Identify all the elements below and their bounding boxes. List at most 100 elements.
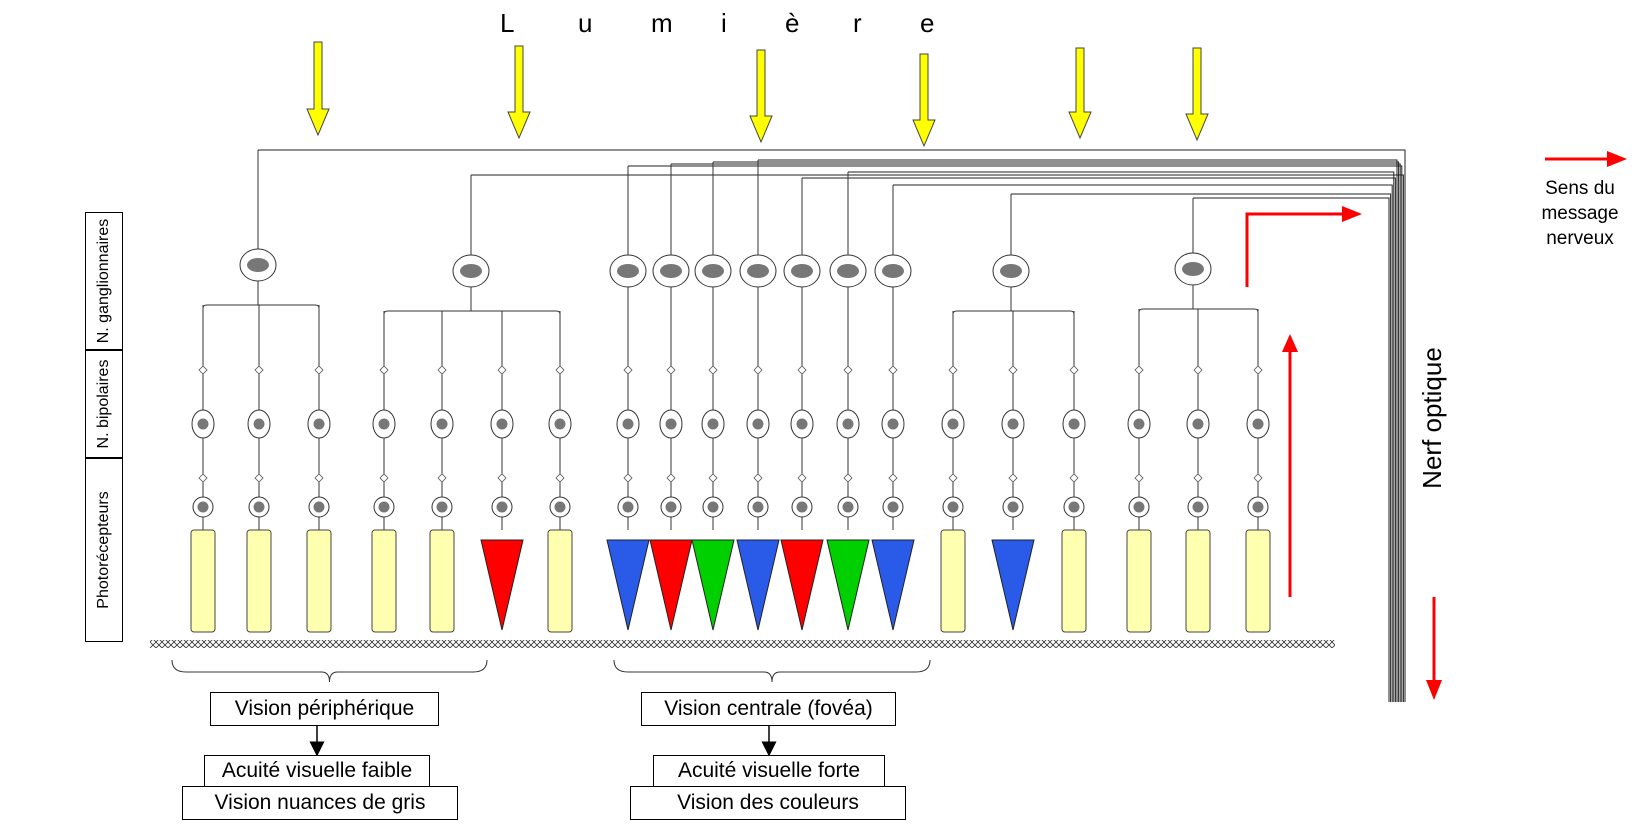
- dendrite-bus: [383, 310, 561, 332]
- nerve-fiber: [893, 184, 1393, 702]
- signal-corner-head: [1342, 206, 1362, 222]
- blue-cone-cell: [736, 539, 780, 631]
- title-letter: i: [721, 8, 727, 38]
- title-letter: L: [500, 8, 515, 38]
- light-arrow: [306, 41, 330, 137]
- signal-corner-line: [1245, 212, 1345, 287]
- synapse: [666, 473, 676, 483]
- ganglion-nucleus: [247, 258, 269, 272]
- photoreceptor-nucleus: [622, 501, 634, 513]
- synapse: [254, 365, 264, 375]
- bipolar-nucleus: [1133, 418, 1145, 430]
- photoreceptor-layer-text: Photorécepteurs: [95, 491, 112, 609]
- nerve-fiber: [802, 177, 1396, 702]
- bipolar-nucleus: [554, 418, 566, 430]
- nerve-fiber: [258, 149, 1406, 702]
- central-color-box: Vision des couleurs: [630, 786, 906, 820]
- synapse: [753, 365, 763, 375]
- synapse: [198, 473, 208, 483]
- bipolar-nucleus: [1192, 418, 1204, 430]
- photoreceptor-nucleus: [1252, 501, 1264, 513]
- photoreceptor-layer-label: Photorécepteurs: [85, 458, 123, 642]
- legend-arrow-head: [1607, 151, 1627, 167]
- red-cone-cell: [480, 539, 524, 631]
- peripheral-vision-box: Vision périphérique: [210, 692, 439, 726]
- synapse: [379, 473, 389, 483]
- blue-cone-cell: [606, 539, 650, 631]
- photoreceptor-nucleus: [707, 501, 719, 513]
- peripheral-grayscale-box: Vision nuances de gris: [182, 786, 458, 820]
- bipolar-nucleus: [436, 418, 448, 430]
- rod-cell: [371, 529, 397, 633]
- rod-cell: [1245, 529, 1271, 633]
- synapse: [1008, 365, 1018, 375]
- central-vision-box: Vision centrale (fovéa): [641, 692, 896, 726]
- ganglion-nucleus: [1182, 262, 1204, 276]
- legend-text: Sens du message nerveux: [1520, 176, 1640, 251]
- light-arrow: [1068, 47, 1092, 140]
- photoreceptor-nucleus: [496, 501, 508, 513]
- synapse: [1008, 473, 1018, 483]
- synapse: [623, 365, 633, 375]
- bipolar-nucleus: [887, 418, 899, 430]
- ganglion-nucleus: [1000, 264, 1022, 278]
- ganglion-nucleus: [660, 264, 682, 278]
- photoreceptor-nucleus: [947, 501, 959, 513]
- synapse: [497, 473, 507, 483]
- rod-cell: [547, 529, 573, 633]
- bipolar-nucleus: [796, 418, 808, 430]
- bipolar-nucleus: [1068, 418, 1080, 430]
- synapse: [198, 365, 208, 375]
- optic-nerve-label: Nerf optique: [1417, 347, 1447, 489]
- synapse: [254, 473, 264, 483]
- title-letter: r: [853, 8, 862, 38]
- photoreceptor-nucleus: [436, 501, 448, 513]
- synapse: [1069, 365, 1079, 375]
- signal-down-head: [1426, 680, 1442, 700]
- ganglion-nucleus: [837, 264, 859, 278]
- central-acuity-box: Acuité visuelle forte: [653, 755, 885, 787]
- synapse: [708, 473, 718, 483]
- dendrite-bus: [202, 304, 320, 326]
- title-letter: u: [578, 8, 593, 38]
- photoreceptor-nucleus: [554, 501, 566, 513]
- photoreceptor-nucleus: [1007, 501, 1019, 513]
- green-cone-cell: [826, 539, 870, 631]
- rod-cell: [940, 529, 966, 633]
- light-arrow: [1185, 47, 1209, 142]
- photoreceptor-nucleus: [665, 501, 677, 513]
- optic-nerve-fibers: [258, 149, 1406, 702]
- photoreceptor-nucleus: [1133, 501, 1145, 513]
- nerve-fiber: [1193, 197, 1390, 702]
- nerve-fiber: [671, 163, 1401, 702]
- rod-cell: [246, 529, 272, 633]
- ganglion-layer-label: N. ganglionnaires: [85, 212, 123, 350]
- nerve-fiber: [713, 161, 1400, 702]
- synapse: [1134, 365, 1144, 375]
- peripheral-acuity-box: Acuité visuelle faible: [204, 755, 430, 787]
- legend-line-1: Sens du: [1545, 178, 1615, 199]
- bipolar-nucleus: [622, 418, 634, 430]
- signal-up-head: [1282, 334, 1298, 352]
- synapse: [555, 365, 565, 375]
- title-letter: m: [651, 8, 673, 38]
- ganglion-nucleus: [702, 264, 724, 278]
- nerve-fiber: [628, 165, 1403, 702]
- synapse: [843, 473, 853, 483]
- ganglion-nucleus: [791, 264, 813, 278]
- brace: [171, 659, 488, 683]
- bipolar-nucleus: [313, 418, 325, 430]
- legend-line-2: message: [1541, 203, 1619, 224]
- synapse: [1253, 473, 1263, 483]
- synapse: [437, 365, 447, 375]
- synapse: [497, 365, 507, 375]
- synapse: [314, 365, 324, 375]
- synapse: [797, 365, 807, 375]
- diagram-extras: [150, 151, 1627, 757]
- bipolar-nucleus: [378, 418, 390, 430]
- rod-cell: [190, 529, 216, 633]
- green-cone-cell: [691, 539, 735, 631]
- synapse: [1253, 365, 1263, 375]
- rod-cell: [1061, 529, 1087, 633]
- light-arrow: [749, 49, 773, 144]
